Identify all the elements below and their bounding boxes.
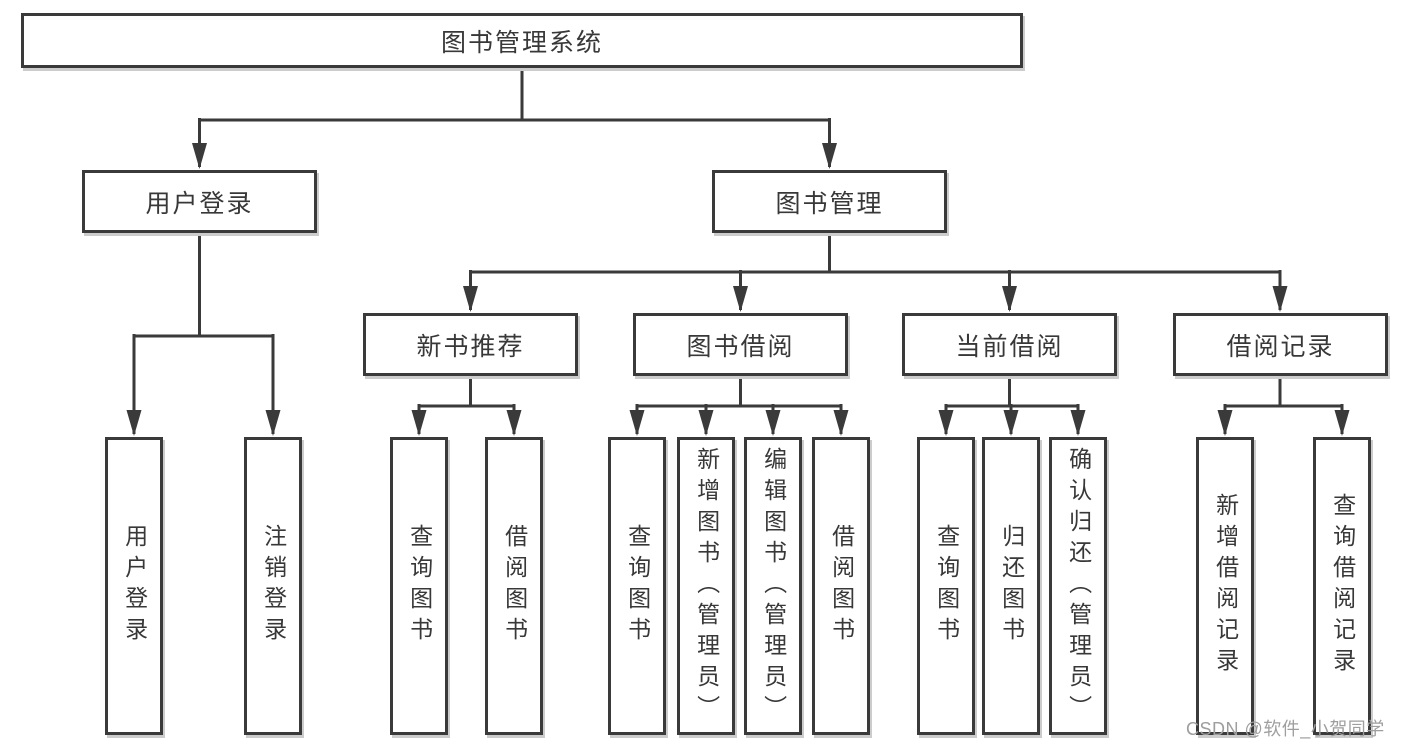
- node-label: 用户登录: [145, 189, 254, 218]
- node-user-login: 用户登录: [82, 170, 317, 233]
- connector-skeleton: [132, 66, 1344, 408]
- node-borrowing-records: 借阅记录: [1173, 313, 1388, 376]
- node-book-borrowing: 图书借阅: [633, 313, 848, 376]
- leaf-borrow-books-recommend: 借阅图书: [485, 437, 543, 735]
- node-current-borrowing: 当前借阅: [902, 313, 1117, 376]
- leaf-logout: 注销登录: [244, 437, 302, 735]
- node-label: 当前借阅: [955, 332, 1064, 361]
- node-label: 编辑图书（管理员）: [760, 446, 787, 726]
- leaf-edit-books-admin: 编辑图书（管理员）: [744, 437, 802, 735]
- node-label: 确认归还（管理员）: [1065, 446, 1092, 726]
- leaf-borrow-books: 借阅图书: [812, 437, 870, 735]
- leaf-add-books-admin: 新增图书（管理员）: [677, 437, 735, 735]
- node-label: 图书管理系统: [440, 28, 603, 57]
- node-label: 归还图书: [998, 524, 1025, 648]
- node-label: 新增图书（管理员）: [693, 446, 720, 726]
- node-label: 查询图书: [933, 524, 960, 648]
- node-label: 借阅图书: [828, 524, 855, 648]
- watermark: CSDN @软件_小贺同学: [1186, 719, 1385, 739]
- leaf-query-borrow-record: 查询借阅记录: [1313, 437, 1371, 735]
- node-label: 新增借阅记录: [1212, 493, 1239, 679]
- leaf-query-books-current: 查询图书: [917, 437, 975, 735]
- connector-arrows: [126, 118, 1350, 436]
- node-label: 查询图书: [624, 524, 651, 648]
- leaf-return-books: 归还图书: [982, 437, 1040, 735]
- node-label: 借阅图书: [501, 524, 528, 648]
- node-label: 借阅记录: [1226, 332, 1335, 361]
- node-label: 新书推荐: [416, 332, 525, 361]
- node-label: 查询图书: [406, 524, 433, 648]
- node-library-management-system: 图书管理系统: [21, 13, 1023, 68]
- node-label: 查询借阅记录: [1329, 493, 1356, 679]
- leaf-add-borrow-record: 新增借阅记录: [1196, 437, 1254, 735]
- node-label: 注销登录: [260, 524, 287, 648]
- node-label: 图书管理: [775, 189, 884, 218]
- node-label: 用户登录: [121, 524, 148, 648]
- leaf-query-books-borrow: 查询图书: [608, 437, 666, 735]
- node-book-management: 图书管理: [712, 170, 947, 233]
- node-new-book-recommendation: 新书推荐: [363, 313, 578, 376]
- leaf-query-books-recommend: 查询图书: [390, 437, 448, 735]
- node-label: 图书借阅: [686, 332, 795, 361]
- leaf-user-login: 用户登录: [105, 437, 163, 735]
- leaf-confirm-return-admin: 确认归还（管理员）: [1049, 437, 1107, 735]
